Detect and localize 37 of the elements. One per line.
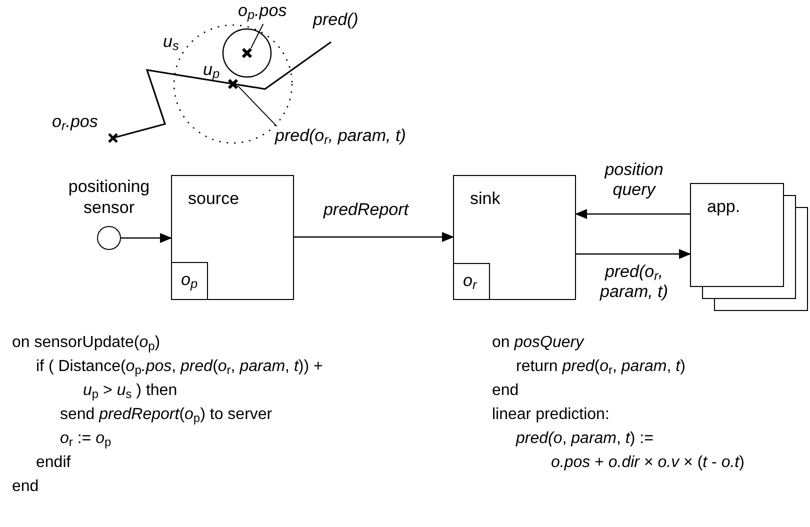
object-title: o$_{r}$ — [463, 270, 477, 292]
position-label: o$_{p}$.pos — [238, 0, 287, 22]
prediction-label: pred(o$_{r}$, param, t) — [275, 125, 406, 147]
code-line: end — [492, 381, 519, 401]
leader-line — [238, 86, 278, 127]
code-line: on sensorUpdate(o$_{p}$) — [12, 333, 160, 353]
function-label: pred() — [313, 10, 358, 30]
cross-mark — [242, 48, 252, 58]
cross-mark — [228, 79, 238, 89]
app-page — [690, 183, 784, 287]
code-line: return pred(o$_{r}$, param, t) — [516, 357, 686, 377]
source-box — [171, 175, 294, 300]
position-label: o$_{r}$.pos — [52, 112, 98, 132]
code-line: endif — [36, 453, 71, 473]
app-title: app. — [707, 196, 740, 218]
object-title: o$_{p}$ — [181, 269, 198, 291]
arrow — [121, 233, 172, 243]
code-line: if ( Distance(o$_{p}$.pos, pred(o$_{r}$, param, t)) + — [36, 357, 323, 377]
code-line: o.pos + o.dir × o.v × (t - o.t) — [551, 453, 744, 473]
sensor-label: positioning sensor — [67, 176, 151, 218]
source-title: source — [188, 188, 240, 210]
code-line: on posQuery — [492, 333, 584, 353]
code-line: o$_{r}$ := o$_{p}$ — [60, 429, 112, 449]
code-line: end — [12, 477, 39, 497]
arrow — [575, 209, 690, 219]
object-box — [453, 263, 490, 300]
code-line: send predReport(o$_{p}$) to server — [60, 405, 272, 425]
code-line: linear prediction: — [492, 405, 610, 425]
radius-label: u$_{s}$ — [163, 32, 179, 52]
radius-label: u$_{p}$ — [203, 60, 220, 80]
sink-box — [453, 175, 576, 300]
code-line: pred(o, param, t) := — [516, 429, 654, 449]
arrow — [294, 232, 454, 242]
object-box — [171, 262, 208, 300]
arrow — [576, 249, 691, 260]
code-line: u$_{p}$ > u$_{s}$ ) then — [83, 381, 178, 401]
sink-title: sink — [470, 188, 500, 210]
